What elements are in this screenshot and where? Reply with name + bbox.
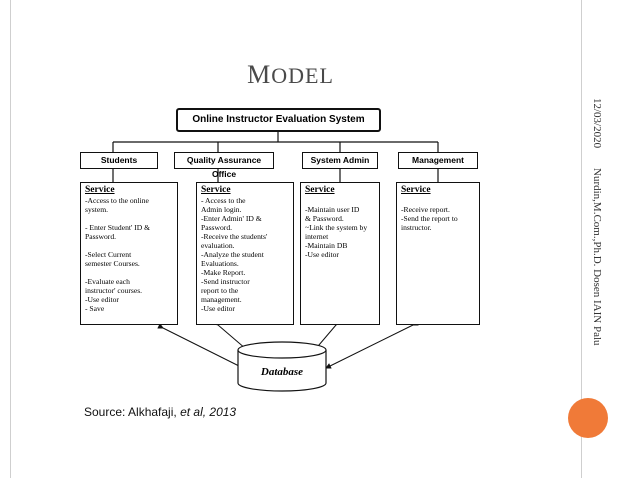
service-items: - Access to the Admin login. -Enter Admi…: [201, 196, 268, 313]
service-heading: Service: [305, 185, 335, 195]
actor-header-quality-assurance: Quality Assurance Office: [174, 152, 274, 179]
service-heading: Service: [401, 185, 431, 195]
system-model-diagram: Online Instructor Evaluation System Stud…: [78, 100, 498, 395]
service-items: -Maintain user ID & Password. ~Link the …: [305, 205, 368, 259]
source-prefix: Source: Alkhafaji,: [84, 405, 181, 419]
actor-header-system-admin: System Admin: [302, 152, 378, 169]
database-label: Database: [260, 366, 304, 378]
service-heading: Service: [201, 185, 231, 195]
service-heading: Service: [85, 185, 115, 195]
actor-header-management: Management: [398, 152, 478, 169]
service-box-quality-assurance: Service - Access to the Admin login. -En…: [196, 182, 294, 325]
actor-header-students: Students: [80, 152, 158, 169]
slide-title-rest: ODEL: [271, 63, 334, 88]
service-box-management: Service -Receive report. -Send the repor…: [396, 182, 480, 325]
slide-title: MODEL: [0, 60, 581, 90]
slide-author: Nurdin,M.Com.,Ph.D. Dosen IAIN Palu: [591, 168, 603, 346]
service-items: -Access to the online system. - Enter St…: [85, 196, 151, 313]
service-box-system-admin: Service -Maintain user ID & Password. ~L…: [300, 182, 380, 325]
source-citation: Source: Alkhafaji, et al, 2013: [84, 405, 236, 419]
slide-title-initial: M: [247, 60, 272, 89]
slide-date: 12/03/2020: [591, 98, 603, 149]
service-items: -Receive report. -Send the report to ins…: [401, 205, 458, 232]
slide-frame-right-border: [581, 0, 582, 478]
slide-frame-left-border: [10, 0, 11, 478]
system-title-box: Online Instructor Evaluation System: [176, 108, 381, 132]
source-italic: et al, 2013: [180, 405, 237, 419]
diagram-connectors: [112, 132, 439, 392]
decorative-orange-circle: [568, 398, 608, 438]
service-box-students: Service -Access to the online system. - …: [80, 182, 178, 325]
